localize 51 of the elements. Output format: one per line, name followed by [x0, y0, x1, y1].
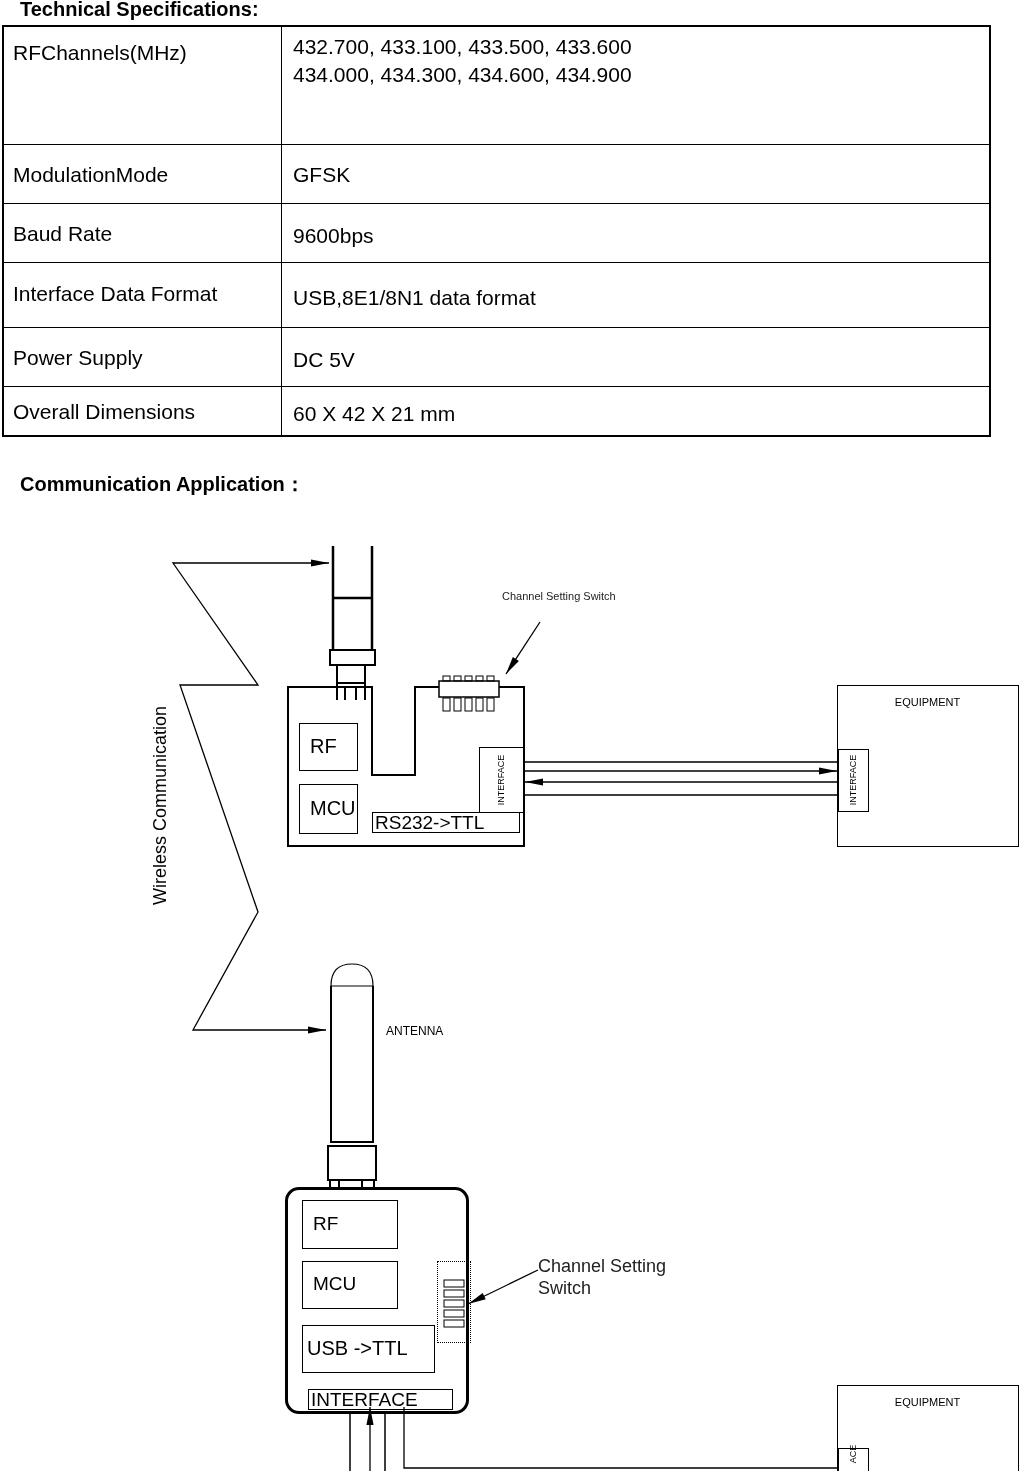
module-box	[299, 723, 358, 771]
equipment-box	[837, 685, 1019, 847]
module-label: MCU	[310, 796, 356, 820]
arrow	[366, 1406, 374, 1471]
table-cell-text: Interface Data Format	[13, 281, 219, 306]
antenna-label: ANTENNA	[386, 1024, 444, 1038]
interface-box	[838, 749, 869, 812]
interface-box	[479, 747, 525, 813]
table-cell-text: 60 X 42 X 21 mm	[293, 401, 457, 427]
antenna-drawing	[326, 962, 378, 1188]
title: Technical Specifications:	[20, 0, 259, 21]
module-box	[302, 1261, 398, 1309]
module-box	[308, 1389, 453, 1410]
module-label: EQUIPMENT	[893, 696, 962, 708]
cable-line	[403, 1406, 838, 1469]
circuit-board	[287, 686, 525, 847]
dip-switch-icon	[437, 1261, 471, 1343]
table-cell-text: RFChannels(MHz)	[13, 41, 188, 65]
interface-label: INTERFACE	[847, 754, 858, 806]
wireless-link-arrow	[171, 559, 330, 1034]
table-cell-text: DC 5V	[293, 346, 356, 373]
module-label: RF	[310, 734, 337, 758]
module-label: INTERFACE	[311, 1389, 418, 1411]
table-cell-text: Overall Dimensions	[13, 400, 197, 424]
table-cell-text: 432.700, 433.100, 433.500, 433.600 434.000, 434.300, 434.600, 434.900	[293, 34, 633, 88]
module-box	[299, 784, 358, 834]
leader-line	[505, 621, 541, 675]
module-label: RS232->TTL	[375, 812, 485, 834]
arrow	[524, 767, 838, 775]
leader-line	[467, 1269, 539, 1305]
interface-label: INTERFACE	[496, 754, 507, 805]
module-label: USB ->TTL	[307, 1336, 408, 1360]
equipment-box	[837, 1385, 1019, 1471]
module-box	[372, 812, 520, 833]
module-box	[302, 1325, 435, 1373]
antenna-drawing	[329, 546, 376, 701]
arrow	[524, 778, 838, 786]
callout-label: Channel Setting Switch	[502, 590, 617, 604]
callout-label: Channel Setting Switch	[538, 1256, 668, 1300]
table-cell-text: 9600bps	[293, 222, 375, 249]
table-cell-text: Baud Rate	[13, 221, 114, 246]
module-label: MCU	[313, 1273, 357, 1296]
circuit-board	[285, 1187, 469, 1414]
module-label: RF	[313, 1212, 339, 1235]
table-cell-text: GFSK	[293, 161, 352, 188]
section-heading: Communication Application：	[20, 472, 305, 497]
table-cell-text: USB,8E1/8N1 data format	[293, 284, 537, 311]
module-box	[302, 1200, 398, 1249]
table-cell-text: ModulationMode	[13, 162, 170, 187]
module-label: EQUIPMENT	[893, 1396, 962, 1408]
table-cell-text: Power Supply	[13, 345, 144, 370]
